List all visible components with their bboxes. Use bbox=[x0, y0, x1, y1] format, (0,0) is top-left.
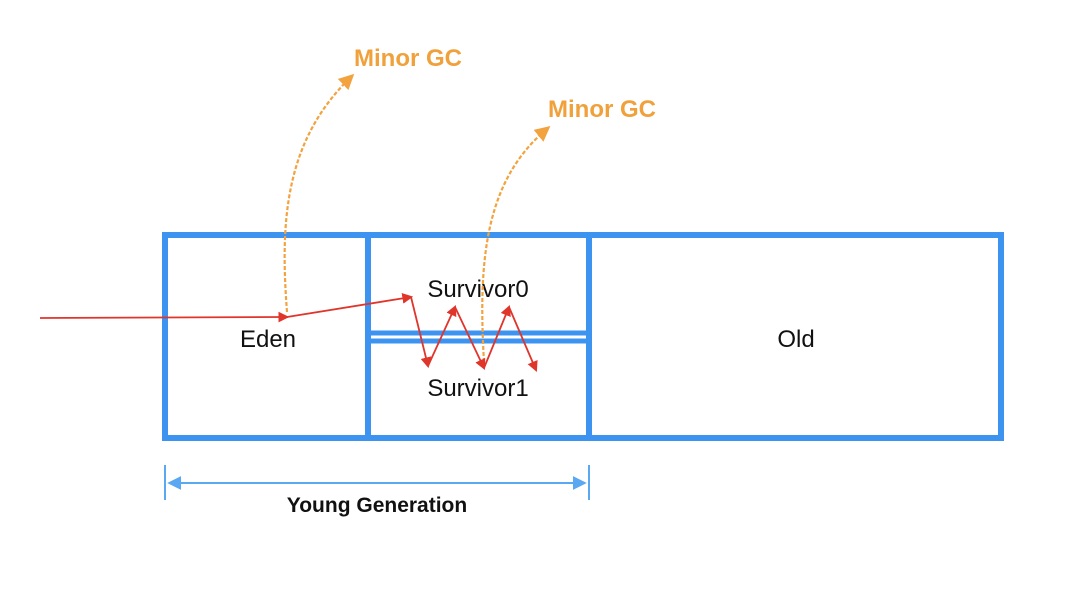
eden-label: Eden bbox=[240, 326, 296, 353]
allocation-arrow bbox=[39, 311, 290, 323]
survivor0-label: Survivor0 bbox=[427, 276, 528, 303]
old-label: Old bbox=[777, 326, 814, 353]
survivor-copy-arrow-2 bbox=[427, 305, 457, 367]
young-generation-label: Young Generation bbox=[287, 494, 467, 517]
object-flow-arrows bbox=[39, 293, 538, 372]
heap-outline bbox=[162, 232, 1004, 441]
young-generation-span bbox=[164, 465, 590, 500]
survivor-copy-arrow-5 bbox=[508, 306, 538, 372]
survivor-copy-arrow-1 bbox=[410, 296, 432, 369]
minor-gc-arrow-1 bbox=[283, 73, 355, 313]
survivor-copy-arrow-4 bbox=[483, 305, 511, 369]
heap-boxes bbox=[162, 232, 1004, 441]
minor-gc-label-1: Minor GC bbox=[354, 45, 462, 72]
survivor1-label: Survivor1 bbox=[427, 375, 528, 402]
minor-gc-label-2: Minor GC bbox=[548, 96, 656, 123]
eden-to-survivor0-arrow bbox=[286, 293, 414, 318]
minor-gc-arrow-2 bbox=[481, 126, 551, 363]
survivor-copy-arrow-3 bbox=[454, 306, 486, 370]
